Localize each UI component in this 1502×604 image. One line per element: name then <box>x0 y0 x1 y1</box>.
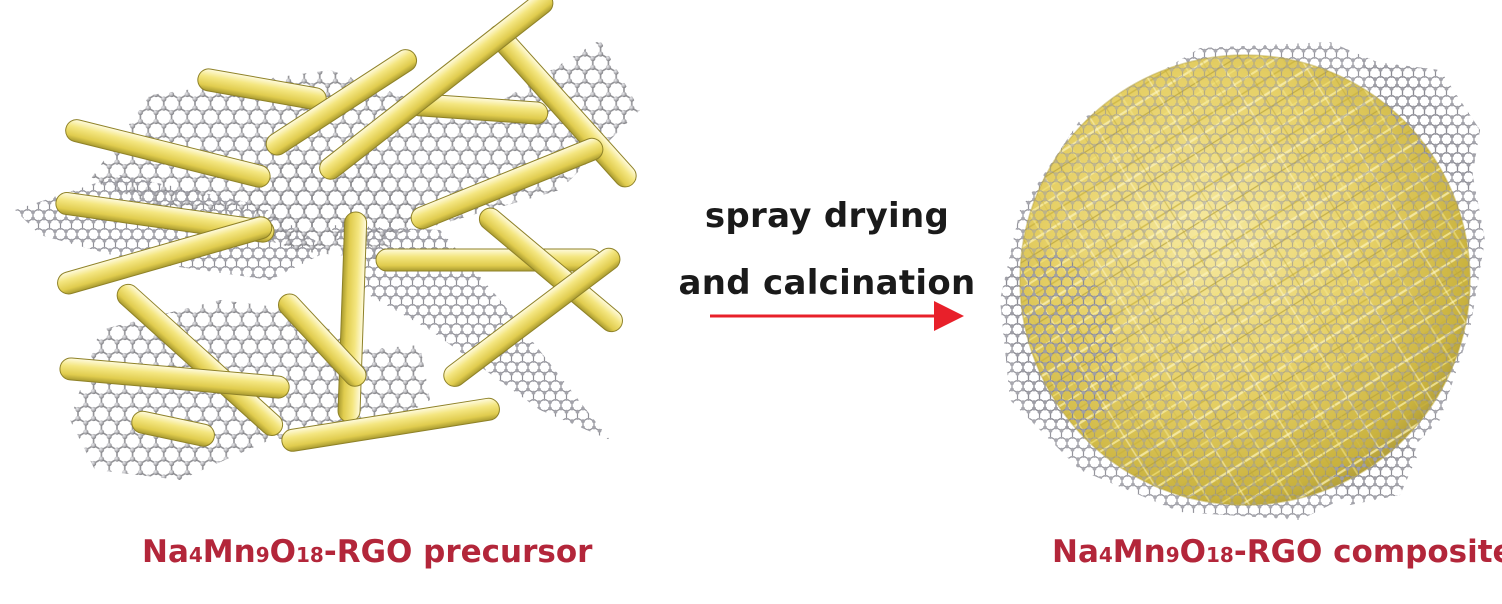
nanorod <box>375 248 603 272</box>
nanorod <box>59 357 290 399</box>
nanorod <box>443 247 621 387</box>
caption-subscript: 18 <box>296 543 324 567</box>
nanorod <box>131 410 215 447</box>
graphene-patch-left <box>1005 250 1120 440</box>
nanorod <box>478 207 623 333</box>
process-step-line1: spray drying <box>704 196 950 236</box>
process-step-line2: and calcination <box>678 263 976 303</box>
precursor-caption: Na4Mn9O18-RGO precursor <box>142 532 592 575</box>
caption-subscript: 4 <box>1098 543 1113 567</box>
nanorod <box>57 216 273 295</box>
caption-text: Na <box>142 534 189 570</box>
caption-text: O <box>1179 534 1206 570</box>
caption-text: Mn <box>1112 534 1166 570</box>
precursor-illustration <box>15 0 640 480</box>
nanorod <box>319 0 554 180</box>
caption-text: O <box>269 534 296 570</box>
nanorod <box>281 397 500 452</box>
graphene-patch-bottomright <box>1330 440 1420 505</box>
nanorod <box>278 293 367 387</box>
graphene-sheet-diagonal <box>330 225 610 440</box>
caption-text: Na <box>1052 534 1099 570</box>
composite-caption: Na4Mn9O18-RGO composite <box>1052 532 1502 575</box>
caption-text: Mn <box>202 534 256 570</box>
caption-text: -RGO precursor <box>323 534 593 570</box>
composite-illustration <box>1000 42 1485 520</box>
caption-subscript: 4 <box>188 543 203 567</box>
nanorod <box>265 49 418 156</box>
caption-subscript: 9 <box>1165 543 1180 567</box>
caption-text: -RGO composite <box>1233 534 1502 570</box>
caption-subscript: 18 <box>1206 543 1234 567</box>
nanorod <box>65 119 271 188</box>
caption-subscript: 9 <box>255 543 270 567</box>
nanorods <box>55 0 637 452</box>
nanorod <box>410 137 604 230</box>
graphene-patch-topright <box>1360 60 1480 190</box>
